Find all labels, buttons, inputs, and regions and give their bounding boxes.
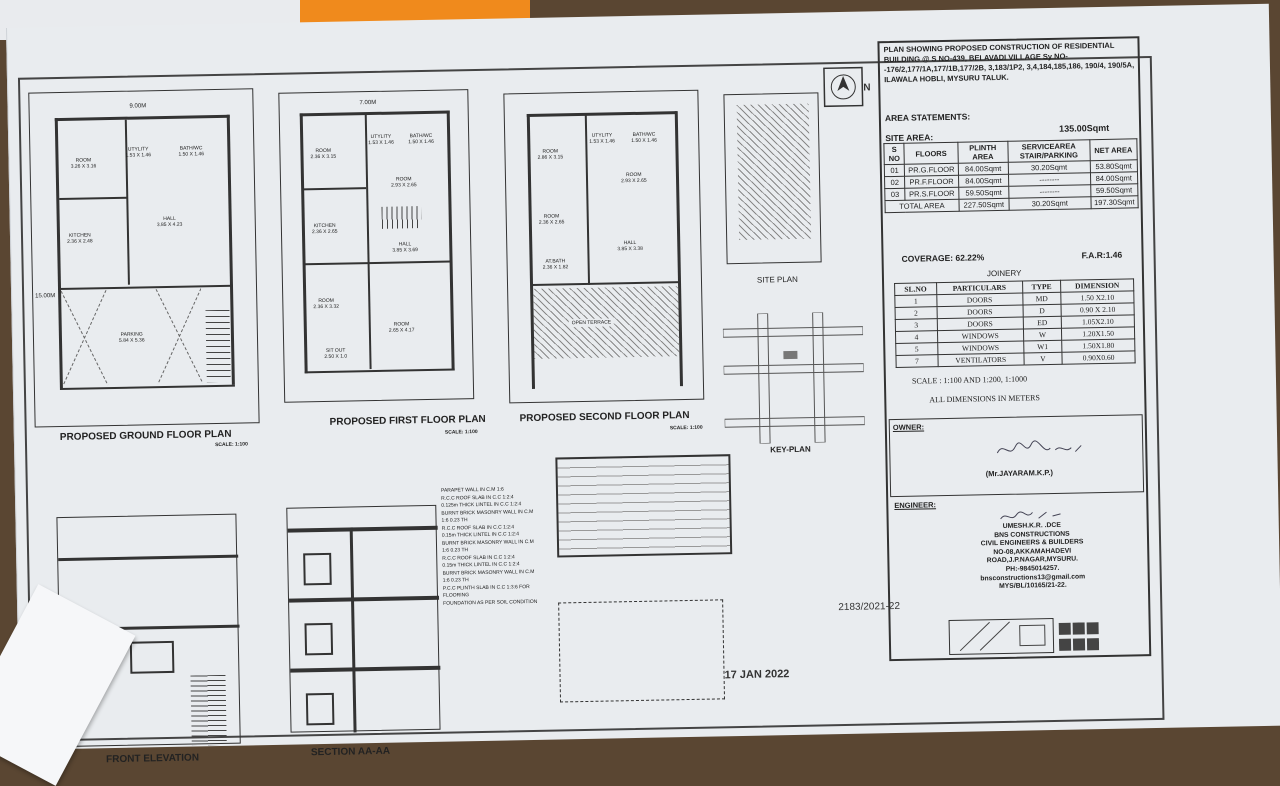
engineer-details: UMESH.K.R. .DCE BNS CONSTRUCTIONS CIVIL …: [980, 521, 1086, 591]
header-cell: NET AREA: [1089, 138, 1138, 161]
second-floor-scale: SCALE: 1:100: [669, 424, 703, 432]
engineer-signature: [1000, 511, 1061, 520]
section-aa-drawing: [286, 504, 441, 733]
first-floor-scale: SCALE: 1:100: [444, 429, 478, 436]
key-plan-title: KEY-PLAN: [770, 444, 811, 455]
open-terrace-label: OPEN TERRACE: [568, 318, 615, 328]
site-plan-title: SITE PLAN: [756, 274, 798, 285]
svg-text:N: N: [863, 82, 870, 93]
staircase: [190, 674, 227, 746]
owner-label: OWNER:: [892, 422, 925, 433]
authority-notice-box: [555, 454, 733, 558]
site-plot-hatch: [736, 103, 812, 240]
owner-name: (Mr.JAYARAM.K.P.): [985, 467, 1054, 479]
front-elevation-title: FRONT ELEVATION: [105, 752, 200, 766]
ground-floor-scale: SCALE: 1:100: [214, 441, 248, 449]
width-dim: 9.00M: [129, 103, 147, 110]
section-title: SECTION AA-AA: [310, 745, 391, 759]
qr-code-icon: [1058, 622, 1100, 651]
stamp-date: 17 JAN 2022: [724, 668, 790, 682]
owner-signature: [996, 440, 1082, 454]
site-plan: [723, 92, 822, 265]
window: [129, 640, 175, 674]
header-cell: SERVICEAREA STAIR/PARKING: [1007, 139, 1090, 163]
approval-stamp: [558, 599, 726, 703]
title-block: PLAN SHOWING PROPOSED CONSTRUCTION OF RE…: [877, 36, 1152, 662]
engineer-label: ENGINEER:: [894, 500, 937, 511]
header-cell: PLINTH AREA: [957, 141, 1009, 164]
header-cell: SL.NO: [894, 282, 937, 296]
site-area-value: 135.00Sqmt: [1059, 122, 1110, 134]
title-heading: PLAN SHOWING PROPOSED CONSTRUCTION OF RE…: [883, 40, 1135, 85]
north-arrow-icon: N: [823, 66, 871, 108]
width-dim: 7.00M: [359, 99, 377, 107]
area-table: S NO FLOORS PLINTH AREA SERVICEAREA STAI…: [883, 138, 1139, 213]
staircase: [205, 309, 231, 383]
joinery-title: JOINERY: [986, 268, 1022, 279]
location-sketch: [948, 617, 1055, 656]
header-cell: FLOORS: [904, 142, 958, 165]
area-statements-label: AREA STATEMENTS:: [884, 111, 971, 124]
window: [305, 692, 335, 726]
coverage: COVERAGE: 62.22%: [901, 252, 985, 264]
key-plan-diagram: [722, 311, 866, 445]
parking-cross-lines: [61, 288, 203, 386]
header-cell: TYPE: [1022, 280, 1061, 294]
height-dim: 15.00M: [35, 293, 56, 300]
header-cell: S NO: [883, 143, 905, 165]
window: [304, 622, 334, 656]
window: [303, 552, 332, 586]
staircase: [381, 206, 422, 229]
far: F.A.R:1.46: [1081, 249, 1123, 261]
